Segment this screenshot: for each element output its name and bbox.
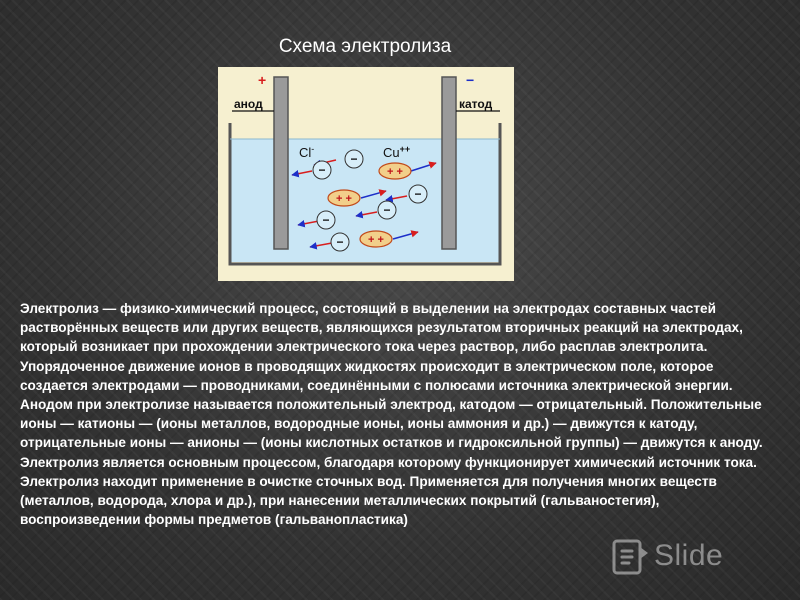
cation-ion: + + (327, 189, 361, 207)
anion-ion: − (312, 160, 332, 180)
svg-text:−: − (383, 203, 390, 217)
paragraph-definition: Электролиз — физико-химический процесс, … (20, 301, 743, 355)
paragraph-applications: Электролиз находит применение в очистке … (20, 473, 717, 528)
cathode-sign: − (466, 72, 474, 88)
svg-text:+ +: + + (368, 234, 384, 246)
cation-arrow (392, 230, 419, 240)
svg-text:−: − (318, 163, 325, 177)
paragraph-ion-movement: Упорядоченное движение ионов в проводящи… (20, 358, 763, 470)
anode-electrode (273, 76, 289, 250)
cation-arrow (360, 189, 387, 199)
anion-arrow (355, 211, 378, 219)
svg-text:−: − (336, 235, 343, 249)
cathode-electrode (441, 76, 457, 250)
electrolysis-diagram: + − анод катод Cl- Cu++ − − − (218, 67, 514, 281)
electrolysis-svg: + − анод катод Cl- Cu++ − − − (228, 72, 502, 266)
anion-ion: − (330, 232, 350, 252)
cation-ion: + + (359, 230, 393, 248)
anion-arrow (297, 220, 320, 228)
anion-label: Cl- (299, 144, 314, 160)
cation-arrow (410, 161, 437, 172)
watermark-text: Slide (654, 539, 724, 572)
anion-arrow (291, 169, 313, 178)
watermark: Slide (612, 537, 782, 577)
anion-arrow (309, 242, 333, 250)
svg-text:−: − (322, 213, 329, 227)
vessel (228, 123, 502, 266)
svg-text:+ +: + + (387, 166, 403, 178)
anion-ion: − (377, 200, 397, 220)
anion-ion: − (344, 149, 364, 169)
anion-ion: − (408, 184, 428, 204)
anion-ion: − (316, 210, 336, 230)
slide-logo-icon (612, 539, 648, 575)
anion-arrow (385, 195, 408, 203)
anode-label: анод (234, 97, 263, 111)
cation-ion: + + (378, 162, 412, 180)
anode-sign: + (258, 72, 266, 88)
svg-text:−: − (414, 187, 421, 201)
body-text: Электролиз — физико-химический процесс, … (20, 299, 780, 529)
cation-label: Cu++ (383, 144, 410, 160)
svg-text:+ +: + + (336, 193, 352, 205)
svg-text:−: − (350, 152, 357, 166)
cathode-label: катод (459, 97, 493, 111)
slide-title: Схема электролиза (278, 36, 452, 57)
